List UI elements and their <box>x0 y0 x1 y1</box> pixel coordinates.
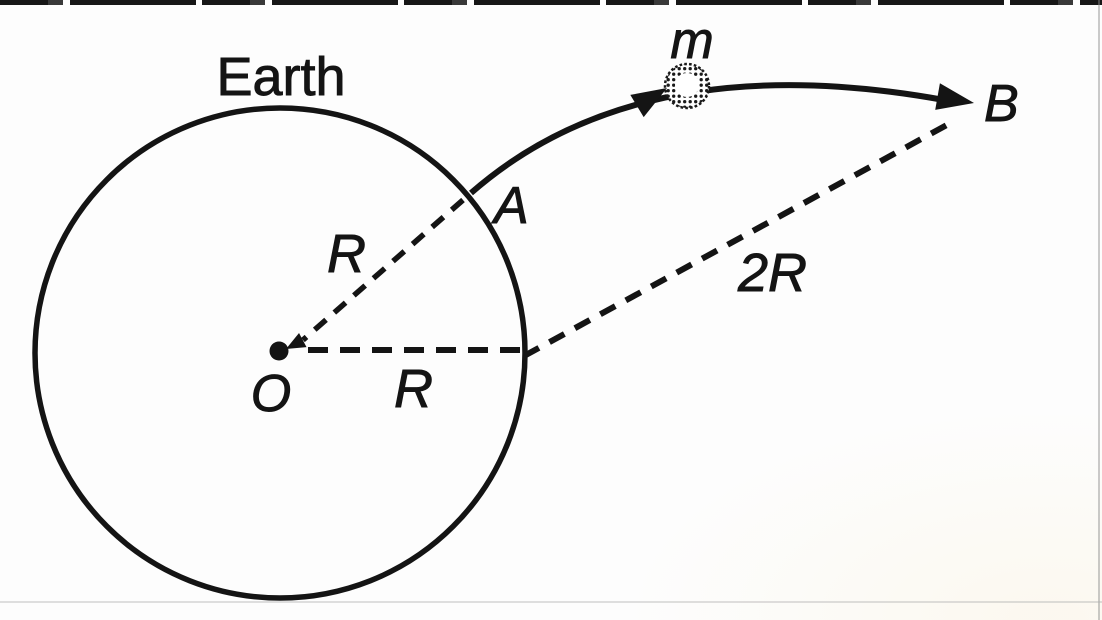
scan-artifact-top-edge <box>0 0 1102 5</box>
trajectory-arrowhead-b-icon <box>935 83 974 110</box>
center-o-label: O <box>251 365 291 423</box>
radius-oa-label: R <box>327 224 366 284</box>
distance-2r-label: 2R <box>737 243 807 303</box>
earth-center-dot <box>269 341 289 361</box>
trajectory-arrowhead-mid-icon <box>630 88 667 118</box>
mass-label: m <box>670 12 713 70</box>
radius-horizontal-label: R <box>394 359 433 419</box>
point-a-label: A <box>491 177 529 235</box>
mass-ball <box>663 62 711 110</box>
scan-artifact-bottom-edge <box>0 601 1102 603</box>
scan-artifact-right-edge <box>1098 0 1100 620</box>
trajectory-curve <box>469 82 945 196</box>
earth-label: Earth <box>216 47 345 107</box>
center-arrowhead-icon <box>286 333 307 349</box>
point-b-label: B <box>984 75 1019 133</box>
distance-line-2r <box>522 117 958 359</box>
radius-line-oa <box>301 197 465 343</box>
